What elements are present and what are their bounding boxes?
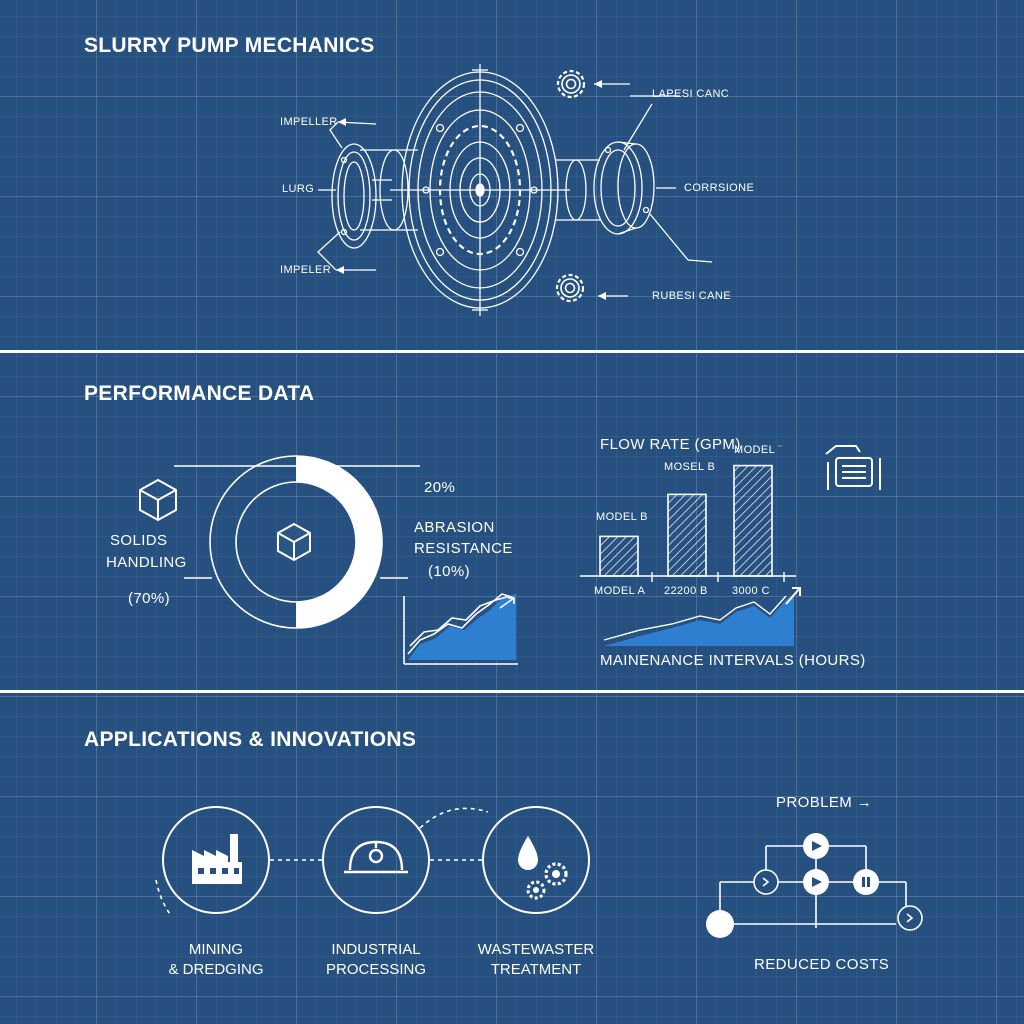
bar-chart-title: FLOW RATE (GPM)	[600, 436, 741, 453]
app-label-industrial: INDUSTRIAL PROCESSING	[296, 940, 456, 980]
cube-icon-center	[277, 522, 311, 562]
label-lapest-cane: LAPESI CANC	[652, 88, 730, 100]
app-label-mining-line2: & DREDGING	[168, 961, 264, 978]
app-circle-mining	[162, 806, 270, 914]
bar-label-3: MODEL ¨	[734, 444, 783, 456]
donut-label-abrasion-1: ABRASION	[414, 519, 495, 536]
donut-value-solids: (70%)	[128, 590, 171, 607]
factory-icon	[192, 834, 242, 884]
app-label-mining-line1: MINING	[188, 941, 244, 958]
donut-chart	[174, 455, 420, 629]
donut-label-solids-1: SOLIDS	[110, 532, 168, 549]
app-circle-industrial	[322, 806, 430, 914]
left-impeller-ring	[331, 143, 418, 249]
flow-node-start	[706, 910, 734, 938]
flow-node-right	[853, 869, 879, 895]
app-label-wastewater: WASTEWASTER TREATMENT	[456, 940, 616, 980]
section-divider-1	[0, 350, 1024, 353]
flow-bar-2	[667, 493, 707, 577]
label-lurg: LURG	[282, 183, 315, 195]
hard-hat-icon	[344, 840, 408, 874]
label-impeller-bottom: IMPELER	[280, 264, 332, 276]
tick-label-2: 22200 B	[664, 585, 708, 597]
tick-label-3: 3000 C	[732, 585, 770, 597]
donut-value-abrasion: (10%)	[428, 563, 471, 580]
app-label-wastewater-line1: WASTEWASTER	[477, 941, 595, 958]
bar-label-2: MOSEL B	[664, 461, 716, 473]
bar-label-1: MODEL B	[596, 511, 648, 523]
donut-label-solids-2: HANDLING	[106, 554, 187, 571]
donut-value-top: 20%	[424, 479, 456, 496]
droplet-gears-icon	[518, 836, 568, 900]
maintenance-chart-label: MAINENANCE INTERVALS (HOURS)	[600, 652, 866, 669]
right-cover-ring	[556, 141, 655, 235]
app-label-industrial-line1: INDUSTRIAL	[331, 941, 421, 958]
label-impeller-top: IMPELLER	[280, 116, 338, 128]
cube-icon	[139, 478, 177, 522]
app-label-wastewater-line2: TREATMENT	[490, 961, 582, 978]
label-rubest-cane: RUBESI CANE	[652, 290, 731, 302]
donut-label-abrasion-2: RESISTANCE	[414, 540, 513, 557]
pump-housing	[390, 64, 570, 316]
app-circle-wastewater	[482, 806, 590, 914]
pump-machine-icon	[825, 445, 881, 490]
label-corrosion: CORRSIONE	[684, 182, 755, 194]
flow-rate-bar-chart	[580, 464, 796, 582]
flow-problem-label: PROBLEM →	[776, 794, 873, 811]
section-title-mechanics: SLURRY PUMP MECHANICS	[84, 34, 375, 57]
flow-result-label: REDUCED COSTS	[754, 956, 890, 973]
flow-bar-3	[733, 464, 773, 577]
app-label-mining: MINING & DREDGING	[136, 940, 296, 980]
app-label-industrial-line2: PROCESSING	[325, 961, 427, 978]
flow-bar-1	[599, 535, 639, 577]
maintenance-line-chart	[603, 587, 801, 646]
section-title-performance: PERFORMANCE DATA	[84, 382, 315, 405]
section-divider-2	[0, 690, 1024, 693]
small-line-chart	[403, 593, 518, 665]
tick-label-1: MODEL A	[594, 585, 646, 597]
section-title-applications: APPLICATIONS & INNOVATIONS	[84, 728, 417, 751]
